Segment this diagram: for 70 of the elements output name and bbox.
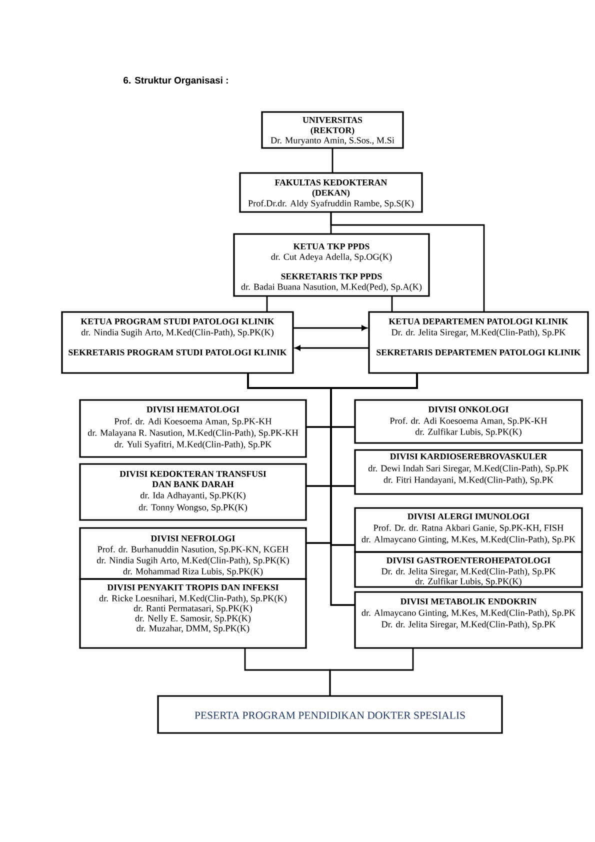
person-name: Dr. Muryanto Amin, S.Sos., M.Si <box>270 137 394 146</box>
person-name: dr. Cut Adeya Adella, Sp.OG(K) <box>271 253 392 262</box>
unit-title: UNIVERSITAS (REKTOR) <box>302 116 362 136</box>
person-name: Prof. dr. Adi Koesoema Aman, Sp.PK-KH <box>114 418 272 426</box>
unit-title: DIVISI ALERGI IMUNOLOGI <box>408 513 530 520</box>
unit-title: DIVISI NEFROLOGI <box>150 535 235 542</box>
person-name: dr. Zulfikar Lubis, Sp.PK(K) <box>416 578 522 586</box>
person-name: dr. Almaycano Ginting, M.Kes, M.Ked(Clin-Path), Sp.PK <box>362 609 576 618</box>
org-box <box>157 695 503 734</box>
person-name: dr. Nindia Sugih Arto, M.Ked(Clin-Path), Sp.PK(K) <box>96 556 289 566</box>
connector-line <box>266 296 268 312</box>
org-box <box>79 527 307 580</box>
person-name: dr. Zulfikar Lubis, Sp.PK(K) <box>416 428 522 437</box>
person-name: dr. Dewi Indah Sari Siregar, M.Ked(Clin-Path), Sp.PK <box>368 464 569 474</box>
org-box <box>79 399 307 458</box>
org-box <box>233 233 430 297</box>
unit-title: PESERTA PROGRAM PENDIDIKAN DOKTER SPESIALIS <box>194 712 465 719</box>
org-box <box>61 311 294 374</box>
person-name: dr. Ricke Loesnihari, M.Ked(Clin-Path), Sp.PK(K) <box>99 594 287 604</box>
person-name: dr. Tonny Wongso, Sp.PK(K) <box>138 504 248 512</box>
org-box <box>354 591 583 649</box>
unit-title: SEKRETARIS TKP PPDS <box>281 273 382 280</box>
org-box <box>239 172 423 213</box>
unit-title: SEKRETARIS PROGRAM STUDI PATOLOGI KLINIK <box>68 349 287 356</box>
person-name: dr. Muzahar, DMM, Sp.PK(K) <box>136 624 250 634</box>
unit-title: FAKULTAS KEDOKTERAN (DEKAN) <box>274 179 388 198</box>
person-name: Prof.Dr.dr. Aldy Syafruddin Rambe, Sp.S(K) <box>248 200 414 208</box>
person-name: Dr. dr. Jelita Siregar, M.Ked(Clin-Path), Sp.PK <box>382 568 556 576</box>
section-heading: 6. Struktur Organisasi : <box>124 76 228 86</box>
unit-title: DIVISI KARDIOSEREBROVASKULER <box>390 453 548 460</box>
person-name: dr. Nindia Sugih Arto, M.Ked(Clin-Path), Sp.PK(K) <box>81 328 274 338</box>
person-name: dr. Fitri Handayani, M.Ked(Clin-Path), Sp.PK <box>384 476 554 485</box>
arrow <box>293 325 368 331</box>
person-name: Dr. dr. Jelita Siregar, M.Ked(Clin-Path), Sp.PK <box>392 328 566 338</box>
person-name: Prof. Dr. dr. Ratna Akbari Ganie, Sp.PK-KH, FISH <box>374 524 564 533</box>
person-name: dr. Badai Buana Nasution, M.Ked(Ped), Sp.A(K) <box>241 283 422 292</box>
org-box <box>354 399 583 444</box>
arrow <box>294 345 369 351</box>
person-name: dr. Yuli Syafitri, M.Ked(Clin-Path), Sp.PK <box>114 440 272 450</box>
connector-line <box>391 296 393 312</box>
connector-line <box>330 373 418 606</box>
unit-title: KETUA PROGRAM STUDI PATOLOGI KLINIK <box>80 318 274 324</box>
person-name: dr. Almaycano Ginting, M.Kes, M.Ked(Clin-Path), Sp.PK <box>362 536 576 544</box>
unit-title: SEKRETARIS DEPARTEMEN PATOLOGI KLINIK <box>376 349 581 356</box>
connector-line <box>329 648 414 696</box>
person-name: Dr. dr. Jelita Siregar, M.Ked(Clin-Path), Sp.PK <box>382 620 556 630</box>
org-box <box>261 111 404 149</box>
person-name: dr. Ida Adhayanti, Sp.PK(K) <box>140 492 246 500</box>
unit-title: DIVISI METABOLIK ENDOKRIN <box>400 598 536 604</box>
unit-title: DIVISI KEDOKTERAN TRANSFUSI DAN BANK DARAH <box>120 470 266 488</box>
connector-line <box>330 212 485 312</box>
person-name: dr. Nelly E. Samosir, Sp.PK(K) <box>135 614 251 624</box>
org-box <box>79 463 307 521</box>
org-box <box>79 578 307 649</box>
unit-title: DIVISI HEMATOLOGI <box>146 406 240 412</box>
org-box <box>354 551 583 588</box>
unit-title: DIVISI ONKOLOGI <box>428 406 508 412</box>
unit-title: DIVISI PENYAKIT TROPIS DAN INFEKSI <box>107 584 278 590</box>
org-box <box>368 311 589 374</box>
person-name: Prof. dr. Adi Koesoema Aman, Sp.PK-KH <box>390 417 548 426</box>
org-box <box>354 449 583 495</box>
person-name: dr. Ranti Permatasari, Sp.PK(K) <box>134 604 252 614</box>
unit-title: KETUA TKP PPDS <box>293 243 370 250</box>
connector-line <box>332 148 334 173</box>
person-name: dr. Malayana R. Nasution, M.Ked(Clin-Path), Sp.PK-KH <box>88 429 298 438</box>
org-box <box>354 507 583 553</box>
person-name: Prof. dr. Burhanuddin Nasution, Sp.PK-KN, KGEH <box>98 546 288 554</box>
unit-title: DIVISI GASTROENTEROHEPATOLOGI <box>386 557 550 564</box>
unit-title: KETUA DEPARTEMEN PATOLOGI KLINIK <box>388 318 568 324</box>
person-name: dr. Mohammad Riza Lubis, Sp.PK(K) <box>123 568 263 576</box>
